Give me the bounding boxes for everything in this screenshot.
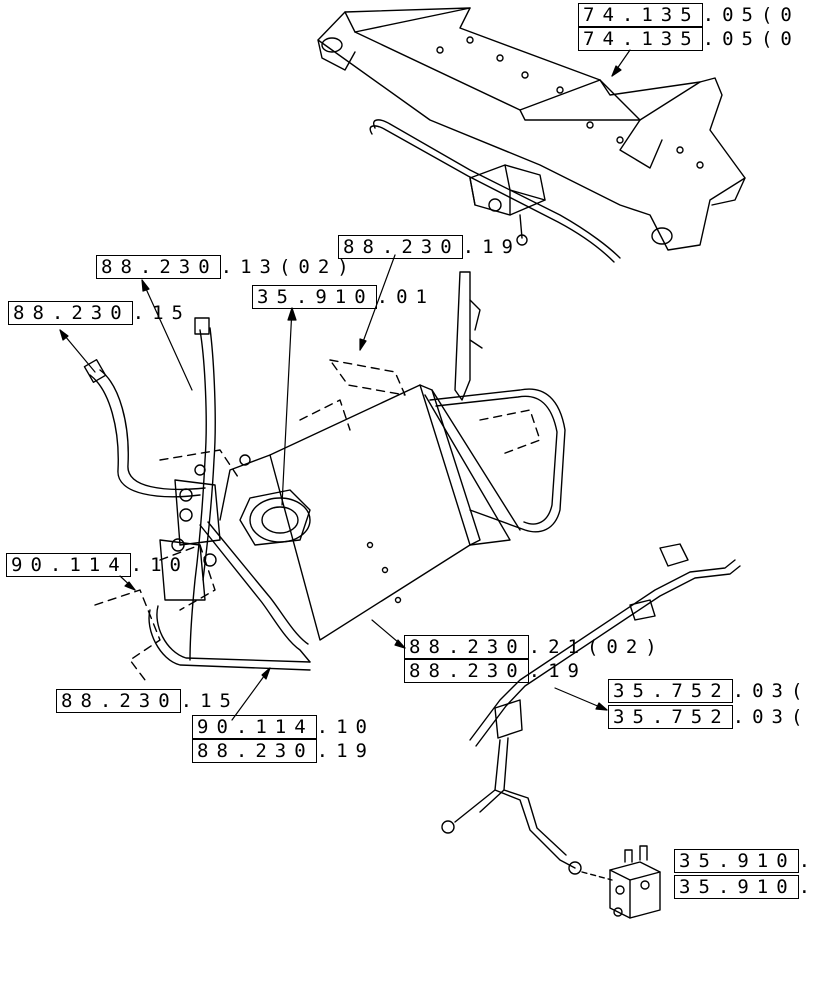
ref-box: 88.230 [404, 659, 529, 683]
main-box-assembly [95, 272, 565, 680]
ref-box: 88.230 [8, 301, 133, 325]
header-frame-assembly [318, 8, 745, 262]
ref-label-35-752-b[interactable]: 35.752.03( [608, 705, 811, 729]
ref-box: 88.230 [56, 689, 181, 713]
ref-box: 88.230 [192, 739, 317, 763]
ref-label-88-230-15-left[interactable]: 88.230.15 [8, 301, 191, 325]
leader-lines [60, 50, 630, 720]
ref-box: 88.230 [96, 255, 221, 279]
ref-label-35-910-a[interactable]: 35.910. [674, 849, 819, 873]
ref-tail: .19 [316, 740, 375, 762]
ref-tail: .10 [316, 716, 375, 738]
ref-label-74-135-a[interactable]: 74.135.05(0 [578, 3, 800, 27]
ref-label-35-910-01[interactable]: 35.910.01 [252, 285, 435, 309]
ref-box: 90.114 [192, 715, 317, 739]
ref-label-88-230-21[interactable]: 88.230.21(02) [404, 635, 665, 659]
ref-tail: . [798, 850, 819, 872]
ref-tail: .10 [130, 554, 189, 576]
ref-label-88-230-19-top[interactable]: 88.230.19 [338, 235, 521, 259]
ref-tail: .05(0 [702, 28, 800, 50]
ref-box: 88.230 [338, 235, 463, 259]
ref-label-74-135-b[interactable]: 74.135.05(0 [578, 27, 800, 51]
ref-label-88-230-13[interactable]: 88.230.13(02) [96, 255, 357, 279]
ref-box: 35.910 [252, 285, 377, 309]
ref-box: 74.135 [578, 3, 703, 27]
ref-box: 90.114 [6, 553, 131, 577]
ref-tail: . [798, 876, 819, 898]
ref-tail: .01 [376, 286, 435, 308]
ref-label-90-114-10-left[interactable]: 90.114.10 [6, 553, 189, 577]
ref-box: 35.752 [608, 679, 733, 703]
ref-box: 35.752 [608, 705, 733, 729]
ref-box: 35.910 [674, 875, 799, 899]
ref-label-35-752-a[interactable]: 35.752.03( [608, 679, 811, 703]
ref-box: 88.230 [404, 635, 529, 659]
ref-tail: .19 [462, 236, 521, 258]
ref-tail: .13(02) [220, 256, 357, 278]
hose-assembly-left [84, 318, 250, 660]
ref-label-88-230-19-bottom[interactable]: 88.230.19 [192, 739, 375, 763]
ref-tail: .21(02) [528, 636, 665, 658]
ref-tail: .03( [732, 706, 811, 728]
ref-tail: .05(0 [702, 4, 800, 26]
ref-box: 74.135 [578, 27, 703, 51]
ref-tail: .15 [132, 302, 191, 324]
ref-box: 35.910 [674, 849, 799, 873]
ref-label-90-114-10-bottom[interactable]: 90.114.10 [192, 715, 375, 739]
ref-label-35-910-b[interactable]: 35.910. [674, 875, 819, 899]
pipe-assembly-right [442, 544, 740, 918]
ref-label-88-230-15-bottom[interactable]: 88.230.15 [56, 689, 239, 713]
ref-tail: .15 [180, 690, 239, 712]
ref-label-88-230-19-center[interactable]: 88.230.19 [404, 659, 587, 683]
ref-tail: .03( [732, 680, 811, 702]
ref-tail: .19 [528, 660, 587, 682]
